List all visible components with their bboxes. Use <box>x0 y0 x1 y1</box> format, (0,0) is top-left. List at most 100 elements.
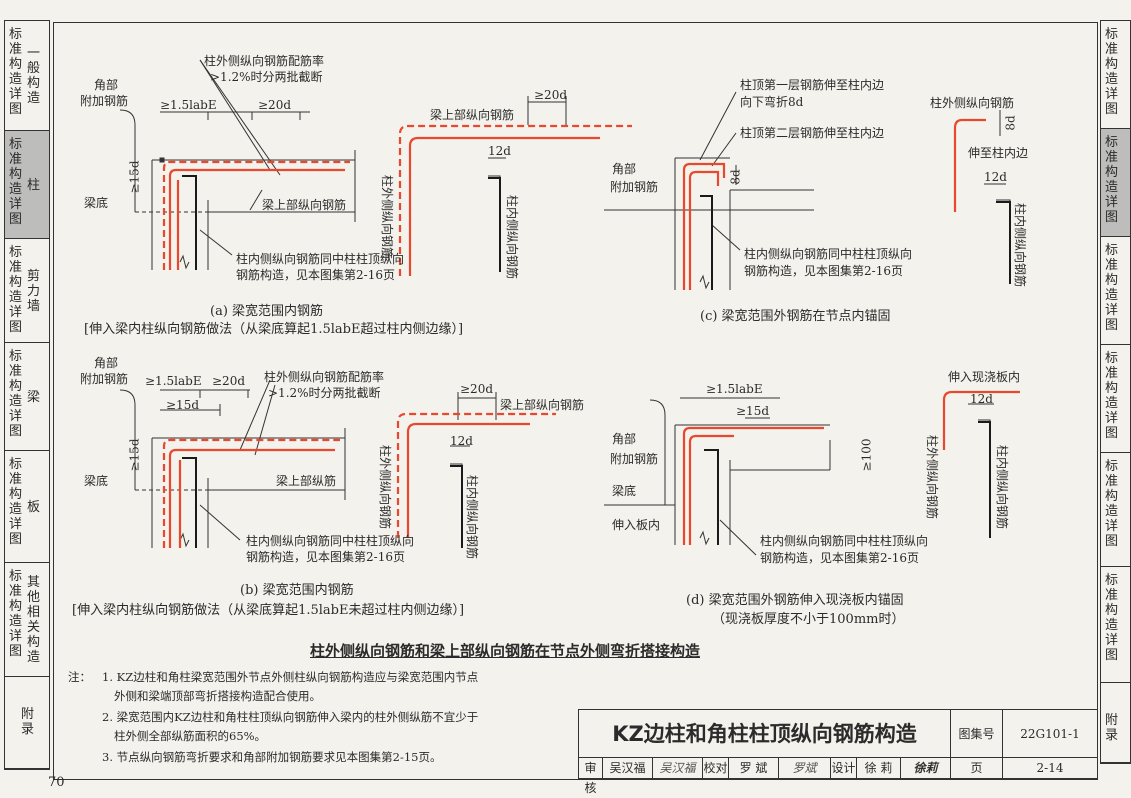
sidebar-tab-label: 梁 <box>27 389 41 405</box>
right-sidebar-tab-4[interactable]: 标准构造详图 <box>1101 453 1130 567</box>
drawing-frame <box>53 22 1098 780</box>
detail-top-bar-b: 梁上部纵向钢筋 <box>500 398 585 412</box>
left-sidebar: 标准构造详图一般构造标准构造详图柱标准构造详图剪力墙标准构造详图梁标准构造详图板… <box>4 20 50 770</box>
dim-8d-c: 8d <box>728 169 743 185</box>
sidebar-tab-category: 标准构造详图 <box>9 137 23 227</box>
right-sidebar-tab-6[interactable]: 附录 <box>1101 683 1130 763</box>
dim-15d-d: ≥15d <box>736 404 770 418</box>
corner-rebar-label2-a: 附加钢筋 <box>80 94 129 108</box>
sidebar-tab-6[interactable]: 附录 <box>5 677 49 769</box>
beam-top-bar-a: 梁上部纵向钢筋 <box>262 198 347 212</box>
page-code: 2-14 <box>1036 761 1064 775</box>
sidebar-tab-5[interactable]: 标准构造详图其他相关构造 <box>5 563 49 677</box>
dim-15d-b: ≥15d <box>127 438 142 472</box>
page-label: 页 <box>951 758 1003 778</box>
detail-inner-bar-b: 柱内侧纵向钢筋 <box>465 474 480 560</box>
note1-c: 柱顶第一层钢筋伸至柱内边 <box>740 78 885 92</box>
note-line-2: 外侧和梁端顶部弯折搭接构造配合使用。 <box>114 689 321 703</box>
checker-signature: 罗斌 <box>779 758 831 778</box>
right-sidebar-tab-5[interactable]: 标准构造详图 <box>1101 567 1130 683</box>
black-rebars <box>182 175 1011 548</box>
atlas-label: 图集号 <box>951 710 1003 758</box>
detail-8d-c: 8d <box>1003 115 1018 131</box>
inner-bar-note2-c: 钢筋构造，见本图集第2-16页 <box>744 264 903 278</box>
dim-labe-b: ≥1.5labE <box>145 374 202 388</box>
inner-bar-note-c: 柱内侧纵向钢筋同中柱柱顶纵向 <box>744 247 913 261</box>
beam-bottom-b: 梁底 <box>84 474 109 488</box>
dim-20d-b: ≥20d <box>212 374 246 388</box>
sidebar-tab-4[interactable]: 标准构造详图板 <box>5 451 49 563</box>
right-sidebar-tab-3[interactable]: 标准构造详图 <box>1101 345 1130 453</box>
detail-12d-b: 12d <box>450 434 473 448</box>
sidebar-tab-label: 柱 <box>27 177 41 193</box>
inner-bar-note2-a: 钢筋构造，见本图集第2-16页 <box>236 268 395 282</box>
ratio-note2-b: >1.2%时分两批截断 <box>268 386 381 400</box>
corner-rebar-label-d: 角部 <box>612 432 637 446</box>
right-sidebar-tab-1[interactable]: 标准构造详图 <box>1101 129 1130 237</box>
corner-rebar-label-c: 角部 <box>612 162 637 176</box>
sidebar-tab-2[interactable]: 标准构造详图剪力墙 <box>5 239 49 343</box>
detail-into-slab-d: 伸入现浇板内 <box>948 370 1021 384</box>
sidebar-tab-label: 其他相关构造 <box>27 575 41 665</box>
sidebar-tab-label: 一般构造 <box>27 46 41 106</box>
corner-rebar-label2-c: 附加钢筋 <box>610 180 659 194</box>
dim-labe-d: ≥1.5labE <box>706 382 763 396</box>
red-rebars <box>162 118 1020 548</box>
check-label: 校对 <box>703 758 729 778</box>
detail-20d-b: ≥20d <box>460 382 494 396</box>
beam-bottom-d: 梁底 <box>612 484 637 498</box>
page-number: 70 <box>48 775 65 790</box>
note2-c: 向下弯折8d <box>740 95 804 109</box>
caption-d: (d) 梁宽范围外钢筋伸入现浇板内锚固 <box>686 593 904 608</box>
detail-20d-a: ≥20d <box>534 88 568 102</box>
inner-bar-note2-b: 钢筋构造，见本图集第2-16页 <box>246 550 405 564</box>
inner-bar-note-d: 柱内侧纵向钢筋同中柱柱顶纵向 <box>760 534 929 548</box>
caption2-a: [伸入梁内柱纵向钢筋做法（从梁底算起1.5labE超过柱内侧边缘）] <box>84 322 464 337</box>
sidebar-tab-category: 标准构造详图 <box>9 457 23 547</box>
caption-a: (a) 梁宽范围内钢筋 <box>210 304 324 319</box>
dim-20d-a: ≥20d <box>258 98 292 112</box>
into-slab-d: 伸入板内 <box>612 518 661 532</box>
detail-12d-c: 12d <box>984 170 1007 184</box>
note-line-3: 2. 梁宽范围内KZ边柱和角柱柱顶纵向钢筋伸入梁内的柱外侧纵筋不宜少于 <box>102 710 479 724</box>
reviewer-signature: 吴汉福 <box>653 758 703 778</box>
beam-bottom-a: 梁底 <box>84 196 109 210</box>
inner-bar-note-b: 柱内侧纵向钢筋同中柱柱顶纵向 <box>246 534 415 548</box>
caption2-b: [伸入梁内柱纵向钢筋做法（从梁底算起1.5labE未超过柱内侧边缘）] <box>72 603 465 618</box>
sidebar-tab-3[interactable]: 标准构造详图梁 <box>5 343 49 451</box>
checker-name: 罗 斌 <box>729 758 779 778</box>
drawing-title: KZ边柱和角柱柱顶纵向钢筋构造 <box>579 710 951 758</box>
section-title: 柱外侧纵向钢筋和梁上部纵向钢筋在节点外侧弯折搭接构造 <box>310 642 701 660</box>
reviewer-name: 吴汉福 <box>603 758 653 778</box>
sidebar-tab-label: 板 <box>27 499 41 515</box>
right-sidebar-tab-category: 标准构造详图 <box>1105 459 1119 549</box>
sidebar-tab-1[interactable]: 标准构造详图柱 <box>5 131 49 239</box>
inner-bar-note2-d: 钢筋构造，见本图集第2-16页 <box>760 551 919 565</box>
dim-100-d: ≥100 <box>859 438 874 472</box>
ratio-note-b: 柱外侧纵向钢筋配筋率 <box>264 370 385 384</box>
corner-rebar-label-b: 角部 <box>94 356 119 370</box>
notes-label: 注： <box>68 670 91 684</box>
ratio-note2-a: >1.2%时分两批截断 <box>210 70 323 84</box>
caption2-d: （现浇板厚度不小于100mm时） <box>712 612 905 627</box>
right-sidebar-tab-0[interactable]: 标准构造详图 <box>1101 21 1130 129</box>
designer-name: 徐 莉 <box>857 758 901 778</box>
corner-rebar-label-a: 角部 <box>94 78 119 92</box>
dim-labe-a: ≥1.5labE <box>160 98 217 112</box>
detail-inner-bar-a: 柱内侧纵向钢筋 <box>505 194 520 280</box>
dim-15d-a: ≥15d <box>127 160 142 194</box>
right-sidebar-tab-category: 标准构造详图 <box>1105 573 1119 663</box>
review-label: 审核 <box>579 758 603 795</box>
right-sidebar: 标准构造详图标准构造详图标准构造详图标准构造详图标准构造详图标准构造详图附录 <box>1100 20 1131 764</box>
note3-c: 柱顶第二层钢筋伸至柱内边 <box>740 126 885 140</box>
right-sidebar-tab-category: 标准构造详图 <box>1105 135 1119 225</box>
beam-top-bar-b: 梁上部纵筋 <box>276 474 337 488</box>
right-sidebar-tab-category: 标准构造详图 <box>1105 351 1119 441</box>
sidebar-tab-category: 标准构造详图 <box>9 27 23 117</box>
right-sidebar-tab-2[interactable]: 标准构造详图 <box>1101 237 1130 345</box>
sidebar-tab-0[interactable]: 标准构造详图一般构造 <box>5 21 49 131</box>
note-line-4: 柱外侧全部纵筋面积的65%。 <box>114 729 267 743</box>
right-sidebar-tab-category: 标准构造详图 <box>1105 243 1119 333</box>
detail-outer-bar-d: 柱外侧纵向钢筋 <box>925 434 940 520</box>
right-sidebar-tab-category: 附录 <box>1105 713 1119 743</box>
